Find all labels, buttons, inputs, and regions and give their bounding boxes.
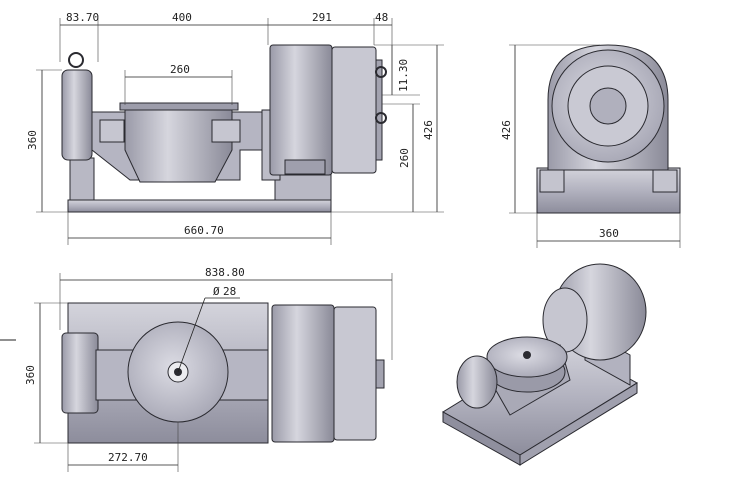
dim-front-small-offset: 11.30 bbox=[397, 59, 410, 92]
side-foot-left bbox=[539, 169, 565, 193]
dim-side-total-height: 426 bbox=[500, 120, 513, 140]
front-table-body bbox=[124, 107, 233, 183]
dim-front-right-offset: 48 bbox=[375, 11, 388, 24]
front-table-top bbox=[119, 102, 239, 111]
dim-front-left-offset: 83.70 bbox=[66, 11, 99, 24]
dim-top-center-offset: 272.70 bbox=[108, 451, 148, 464]
top-view: 838.80 Ø 28 360 272.70 bbox=[0, 266, 393, 472]
dim-front-table-span: 400 bbox=[172, 11, 192, 24]
dim-side-base-width: 360 bbox=[599, 227, 619, 240]
front-base-block-right bbox=[274, 171, 332, 201]
dim-top-hole-diameter: 28 bbox=[223, 285, 236, 298]
dim-front-axis-height: 260 bbox=[398, 148, 411, 168]
iso-base-front bbox=[519, 382, 638, 466]
front-slot-left bbox=[99, 119, 125, 143]
front-lifting-eye-left bbox=[68, 52, 84, 68]
iso-faceplate bbox=[456, 355, 498, 409]
dim-front-motor-length: 291 bbox=[312, 11, 332, 24]
front-motor-endcap bbox=[375, 59, 383, 161]
front-base-block-left bbox=[69, 157, 95, 201]
iso-table-hub bbox=[523, 351, 531, 359]
top-motor-cap bbox=[333, 306, 377, 441]
front-motor-foot bbox=[284, 159, 326, 175]
dim-front-base-length: 660.70 bbox=[184, 224, 224, 237]
dim-top-diameter-symbol: Ø bbox=[213, 285, 220, 298]
top-faceplate bbox=[61, 332, 99, 414]
top-motor-housing bbox=[271, 304, 335, 443]
isometric-view bbox=[442, 263, 647, 466]
front-motor-cap bbox=[331, 46, 377, 174]
front-motor-housing bbox=[269, 44, 333, 176]
dim-front-height-left: 360 bbox=[26, 130, 39, 150]
front-view: 83.70 400 291 48 260 360 11.30 260 426 6… bbox=[26, 11, 444, 245]
dim-front-table-diameter: 260 bbox=[170, 63, 190, 76]
front-lifting-eye-right-bottom bbox=[375, 112, 387, 124]
front-lifting-eye-right-top bbox=[375, 66, 387, 78]
side-foot-right bbox=[652, 169, 678, 193]
front-slot-right bbox=[211, 119, 241, 143]
front-base-plate bbox=[67, 199, 332, 213]
side-motor-hub bbox=[589, 87, 627, 125]
side-view: 426 360 bbox=[500, 44, 681, 248]
top-motor-endcap bbox=[375, 359, 385, 389]
dim-front-total-height: 426 bbox=[422, 120, 435, 140]
dim-top-base-width: 360 bbox=[24, 365, 37, 385]
dim-top-total-length: 838.80 bbox=[205, 266, 245, 279]
front-faceplate bbox=[61, 69, 93, 161]
